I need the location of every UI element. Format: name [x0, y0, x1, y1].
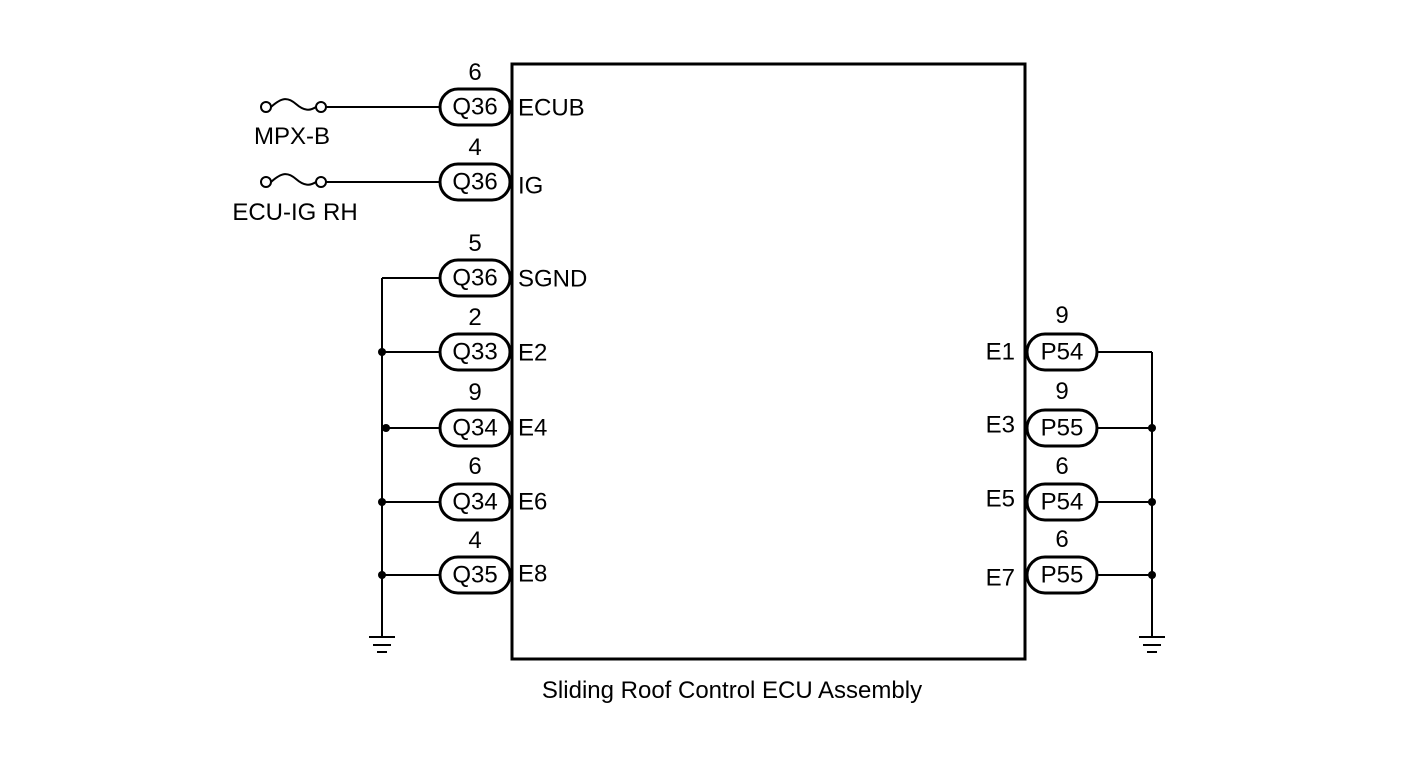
connector-id: P54: [1041, 489, 1084, 516]
signal-label: E7: [986, 565, 1015, 592]
signal-label: E2: [518, 340, 547, 367]
signal-label: E8: [518, 561, 547, 588]
fuse-label: MPX-B: [254, 123, 330, 150]
right-connector-e7: 6 P55 E7: [986, 526, 1099, 595]
signal-label: E6: [518, 489, 547, 516]
connector-id: Q36: [452, 265, 497, 292]
connector-id: P54: [1041, 339, 1084, 366]
fuse-icon: [260, 98, 327, 113]
connector-id: Q36: [452, 169, 497, 196]
signal-label: ECUB: [518, 95, 585, 122]
left-connector-e4: 9 Q34 E4: [438, 379, 547, 448]
right-connector-e5: 6 P54 E5: [986, 453, 1099, 522]
pin-number: 9: [468, 379, 481, 406]
right-connector-e3: 9 P55 E3: [986, 378, 1099, 448]
fuse-label: ECU-IG RH: [232, 199, 357, 226]
signal-label: E4: [518, 415, 547, 442]
pin-number: 4: [468, 527, 481, 554]
pin-number: 4: [468, 134, 481, 161]
signal-label: E1: [986, 339, 1015, 366]
pin-number: 9: [1055, 378, 1068, 405]
pin-number: 6: [1055, 453, 1068, 480]
left-connector-e8: 4 Q35 E8: [438, 527, 547, 595]
ground-icon: [369, 636, 395, 653]
left-connector-e2: 2 Q33 E2: [438, 304, 547, 372]
signal-label: E3: [986, 412, 1015, 439]
connector-id: Q35: [452, 562, 497, 589]
right-connector-e1: 9 P54 E1: [986, 302, 1099, 372]
connector-id: Q34: [452, 489, 497, 516]
fuse-ecu-ig-rh: ECU-IG RH: [232, 173, 358, 226]
pin-number: 6: [468, 453, 481, 480]
left-connector-e6: 6 Q34 E6: [438, 453, 547, 522]
pin-number: 5: [468, 230, 481, 257]
ecu-box: [510, 62, 1027, 661]
fuse-icon: [260, 173, 327, 188]
signal-label: SGND: [518, 266, 587, 293]
connector-id: Q33: [452, 339, 497, 366]
left-connector-sgnd: 5 Q36 SGND: [438, 230, 587, 298]
pin-number: 2: [468, 304, 481, 331]
connector-id: Q34: [452, 415, 497, 442]
signal-label: E5: [986, 486, 1015, 513]
connector-id: Q36: [452, 94, 497, 121]
pin-number: 9: [1055, 302, 1068, 329]
ecu-name: Sliding Roof Control ECU Assembly: [542, 677, 922, 704]
fuse-mpx-b: MPX-B: [254, 98, 330, 150]
left-connector-ig: 4 Q36 IG: [438, 134, 543, 202]
pin-number: 6: [1055, 526, 1068, 553]
pin-number: 6: [468, 59, 481, 86]
signal-label: IG: [518, 173, 543, 200]
connector-id: P55: [1041, 415, 1084, 442]
ground-icon: [1139, 636, 1165, 653]
connector-id: P55: [1041, 562, 1084, 589]
left-connector-ecub: 6 Q36 ECUB: [438, 59, 585, 127]
